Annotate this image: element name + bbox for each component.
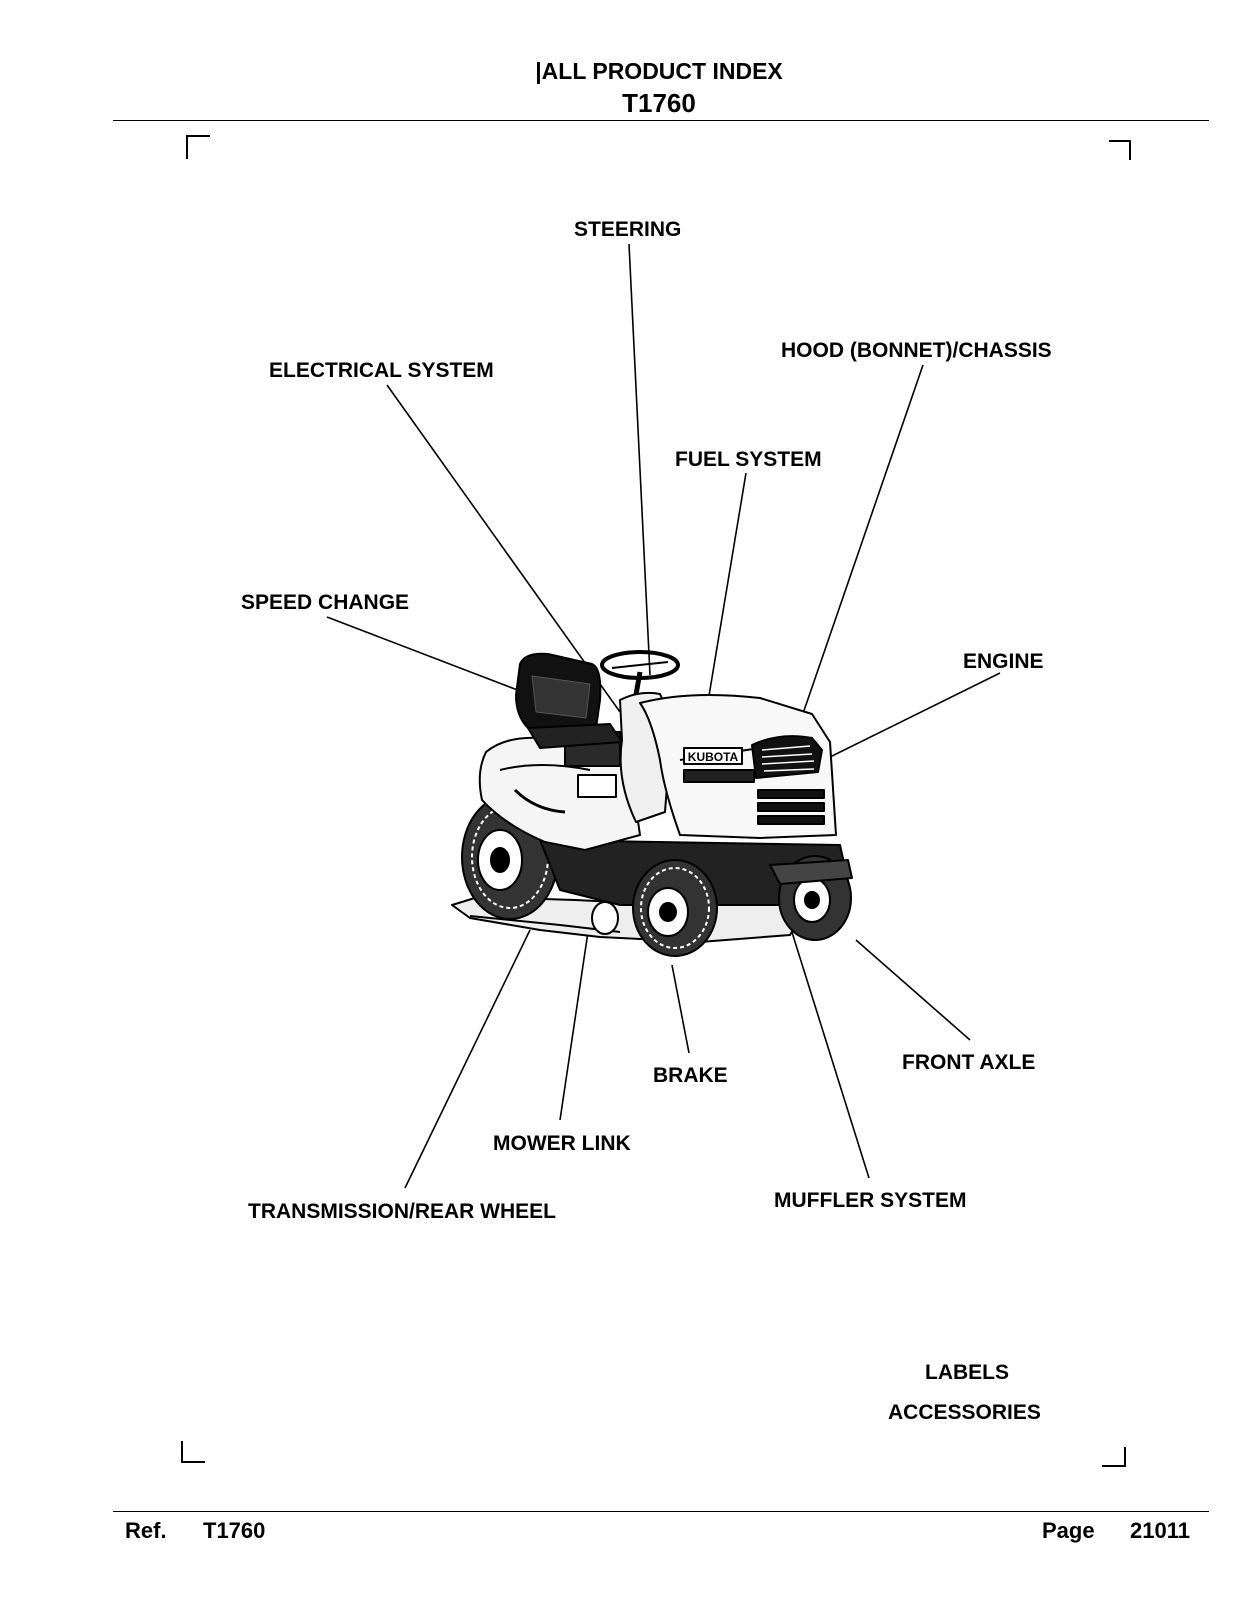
crop-mark-bottom-left xyxy=(181,1441,205,1463)
label-transmission-rear-wheel[interactable]: TRANSMISSION/REAR WHEEL xyxy=(248,1200,557,1223)
label-hood-chassis[interactable]: HOOD (BONNET)/CHASSIS xyxy=(781,339,1052,362)
label-steering[interactable]: STEERING xyxy=(574,218,682,241)
label-muffler-system[interactable]: MUFFLER SYSTEM xyxy=(774,1189,967,1212)
crop-mark-top-left xyxy=(186,135,210,159)
footer-ref-value: T1760 xyxy=(203,1518,266,1543)
label-speed-change[interactable]: SPEED CHANGE xyxy=(241,591,410,614)
leader-brake xyxy=(671,964,690,1054)
leader-muffler xyxy=(784,909,870,1179)
leader-front-axle xyxy=(855,939,971,1041)
leader-electrical xyxy=(386,384,621,713)
label-brake[interactable]: BRAKE xyxy=(653,1064,728,1087)
crop-mark-bottom-right xyxy=(1102,1447,1126,1467)
label-electrical-system[interactable]: ELECTRICAL SYSTEM xyxy=(269,359,494,382)
label-mower-link[interactable]: MOWER LINK xyxy=(493,1132,631,1155)
label-fuel-system[interactable]: FUEL SYSTEM xyxy=(675,448,822,471)
leader-engine xyxy=(829,672,1001,758)
model-number: T1760 xyxy=(622,88,696,118)
leader-transmission xyxy=(404,929,531,1189)
tractor-illustration: KUBOTA xyxy=(451,650,853,957)
header-rule xyxy=(113,120,1209,121)
label-front-axle[interactable]: FRONT AXLE xyxy=(902,1051,1036,1074)
footer-page-value: 21011 xyxy=(1130,1518,1190,1543)
leader-mower-link xyxy=(559,904,593,1121)
crop-mark-top-right xyxy=(1109,140,1131,160)
page-title: |ALL PRODUCT INDEX xyxy=(535,58,783,84)
footer-page-label: Page xyxy=(1042,1518,1095,1543)
leader-hood-chassis xyxy=(797,364,924,729)
label-engine[interactable]: ENGINE xyxy=(963,650,1044,673)
footer-rule xyxy=(113,1511,1209,1512)
label-accessories[interactable]: ACCESSORIES xyxy=(888,1401,1041,1424)
label-labels[interactable]: LABELS xyxy=(925,1361,1009,1384)
brand-decal: KUBOTA xyxy=(688,750,739,764)
footer-ref-label: Ref. xyxy=(125,1518,167,1543)
leader-steering xyxy=(628,243,651,676)
leader-speed-change xyxy=(326,616,529,695)
